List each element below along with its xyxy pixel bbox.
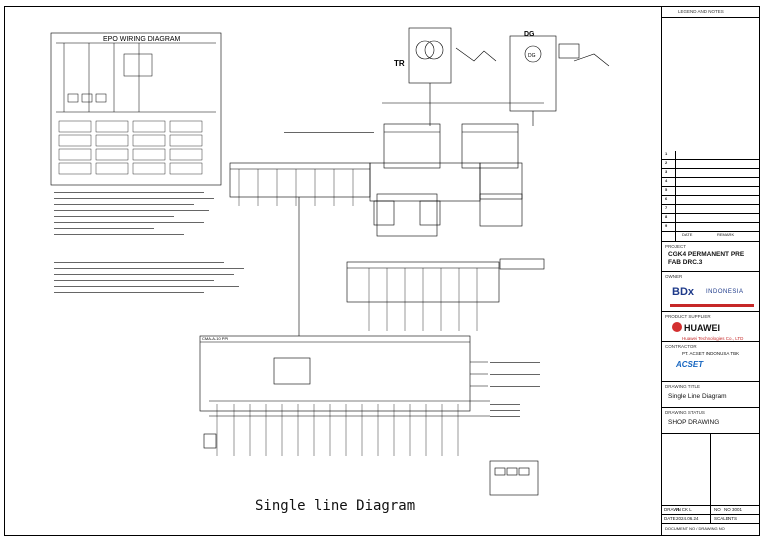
date-scale-row: DATE 2024.06.24 SCALE NTS	[662, 515, 760, 524]
scale-value: NTS	[728, 516, 737, 521]
drawing-title-value: Single Line Diagram	[668, 393, 727, 400]
dg-box	[509, 35, 557, 112]
bdx-accent-bar	[670, 304, 754, 307]
tr-label: TR	[394, 59, 405, 68]
drawing-main-title: Single line Diagram	[255, 498, 416, 514]
drawn-date-row: DRAWN N. CK L NO NO 3001	[662, 506, 760, 515]
scale-label: SCALE	[714, 516, 729, 521]
ups-panel-box	[199, 335, 471, 412]
dg-label: DG	[524, 31, 535, 38]
signature-section	[662, 434, 760, 506]
rev-num: 2	[665, 160, 668, 165]
single-line-diagram: EPO WIRING DIAGRAM TR DG DG CMA-A-10 PPI	[50, 27, 610, 496]
drawing-status-label: DRAWING STATUS	[665, 410, 705, 415]
rev-num: 5	[665, 187, 668, 192]
rev-num: 1	[665, 151, 668, 156]
legend-header-text: LEGEND AND NOTES	[678, 9, 724, 14]
legend-box	[489, 460, 539, 496]
dg-generator	[524, 45, 542, 63]
drawn-label: DRAWN	[664, 507, 681, 512]
date-label: DATE	[664, 516, 676, 521]
supplier-section: PRODUCT SUPPLIER HUAWEI Huawei Technolog…	[662, 312, 760, 342]
drawn-value: N. CK L	[676, 507, 692, 512]
dwg-no-label: NO	[714, 507, 721, 512]
rev-num: 7	[665, 205, 668, 210]
bdx-logo-sub: INDONESIA	[706, 289, 744, 295]
contractor-label: CONTRACTOR	[665, 344, 697, 349]
title-block: LEGEND AND NOTES 1 2 3 4 5 6 7 8 9 DATE …	[661, 6, 760, 536]
rev-num: 9	[665, 223, 668, 228]
huawei-logo: HUAWEI	[684, 323, 720, 333]
date-value: 2024.06.24	[676, 516, 699, 521]
drawing-status-value: SHOP DRAWING	[668, 419, 720, 426]
transformer-box	[408, 27, 452, 84]
dwg-no-value: NO 3001	[724, 507, 743, 512]
rev-num: 8	[665, 214, 668, 219]
huawei-logo-sub: Huawei Technologies Co., LTD	[682, 336, 744, 341]
title-block-footer: DOCUMENT NO / DRAWING NO	[665, 526, 725, 531]
contractor-company: PT. ACSET INDONUSA TBK	[682, 351, 740, 356]
acset-logo: ACSET	[676, 360, 704, 369]
rev-remark-header: REMARK	[717, 232, 735, 237]
rev-num: 3	[665, 169, 668, 174]
rev-num: 6	[665, 196, 668, 201]
huawei-logo-icon	[672, 322, 682, 332]
project-label: PROJECT	[665, 244, 687, 249]
rev-date-header: DATE	[682, 232, 693, 237]
project-section: PROJECT CGK4 PERMANENT PRE FAB DRC.3	[662, 242, 760, 272]
drawing-title-label: DRAWING TITLE	[665, 384, 701, 389]
bus-label-ups: CMA-A-10 PPI	[202, 336, 228, 341]
epo-title: EPO WIRING DIAGRAM	[103, 36, 181, 43]
project-name: CGK4 PERMANENT PRE FAB DRC.3	[668, 251, 745, 266]
rev-num: 4	[665, 178, 668, 183]
bdx-logo: BDx	[672, 286, 695, 298]
legend-header: LEGEND AND NOTES	[662, 6, 760, 18]
drawing-title-section: DRAWING TITLE Single Line Diagram	[662, 382, 760, 408]
contractor-section: CONTRACTOR PT. ACSET INDONUSA TBK ACSET	[662, 342, 760, 382]
drawing-status-section: DRAWING STATUS SHOP DRAWING	[662, 408, 760, 434]
supplier-label: PRODUCT SUPPLIER	[665, 314, 711, 319]
epo-wiring-box	[50, 32, 222, 186]
owner-label: OWNER	[665, 274, 683, 279]
dg-symbol: DG	[528, 53, 536, 59]
owner-section: OWNER BDx INDONESIA	[662, 272, 760, 312]
